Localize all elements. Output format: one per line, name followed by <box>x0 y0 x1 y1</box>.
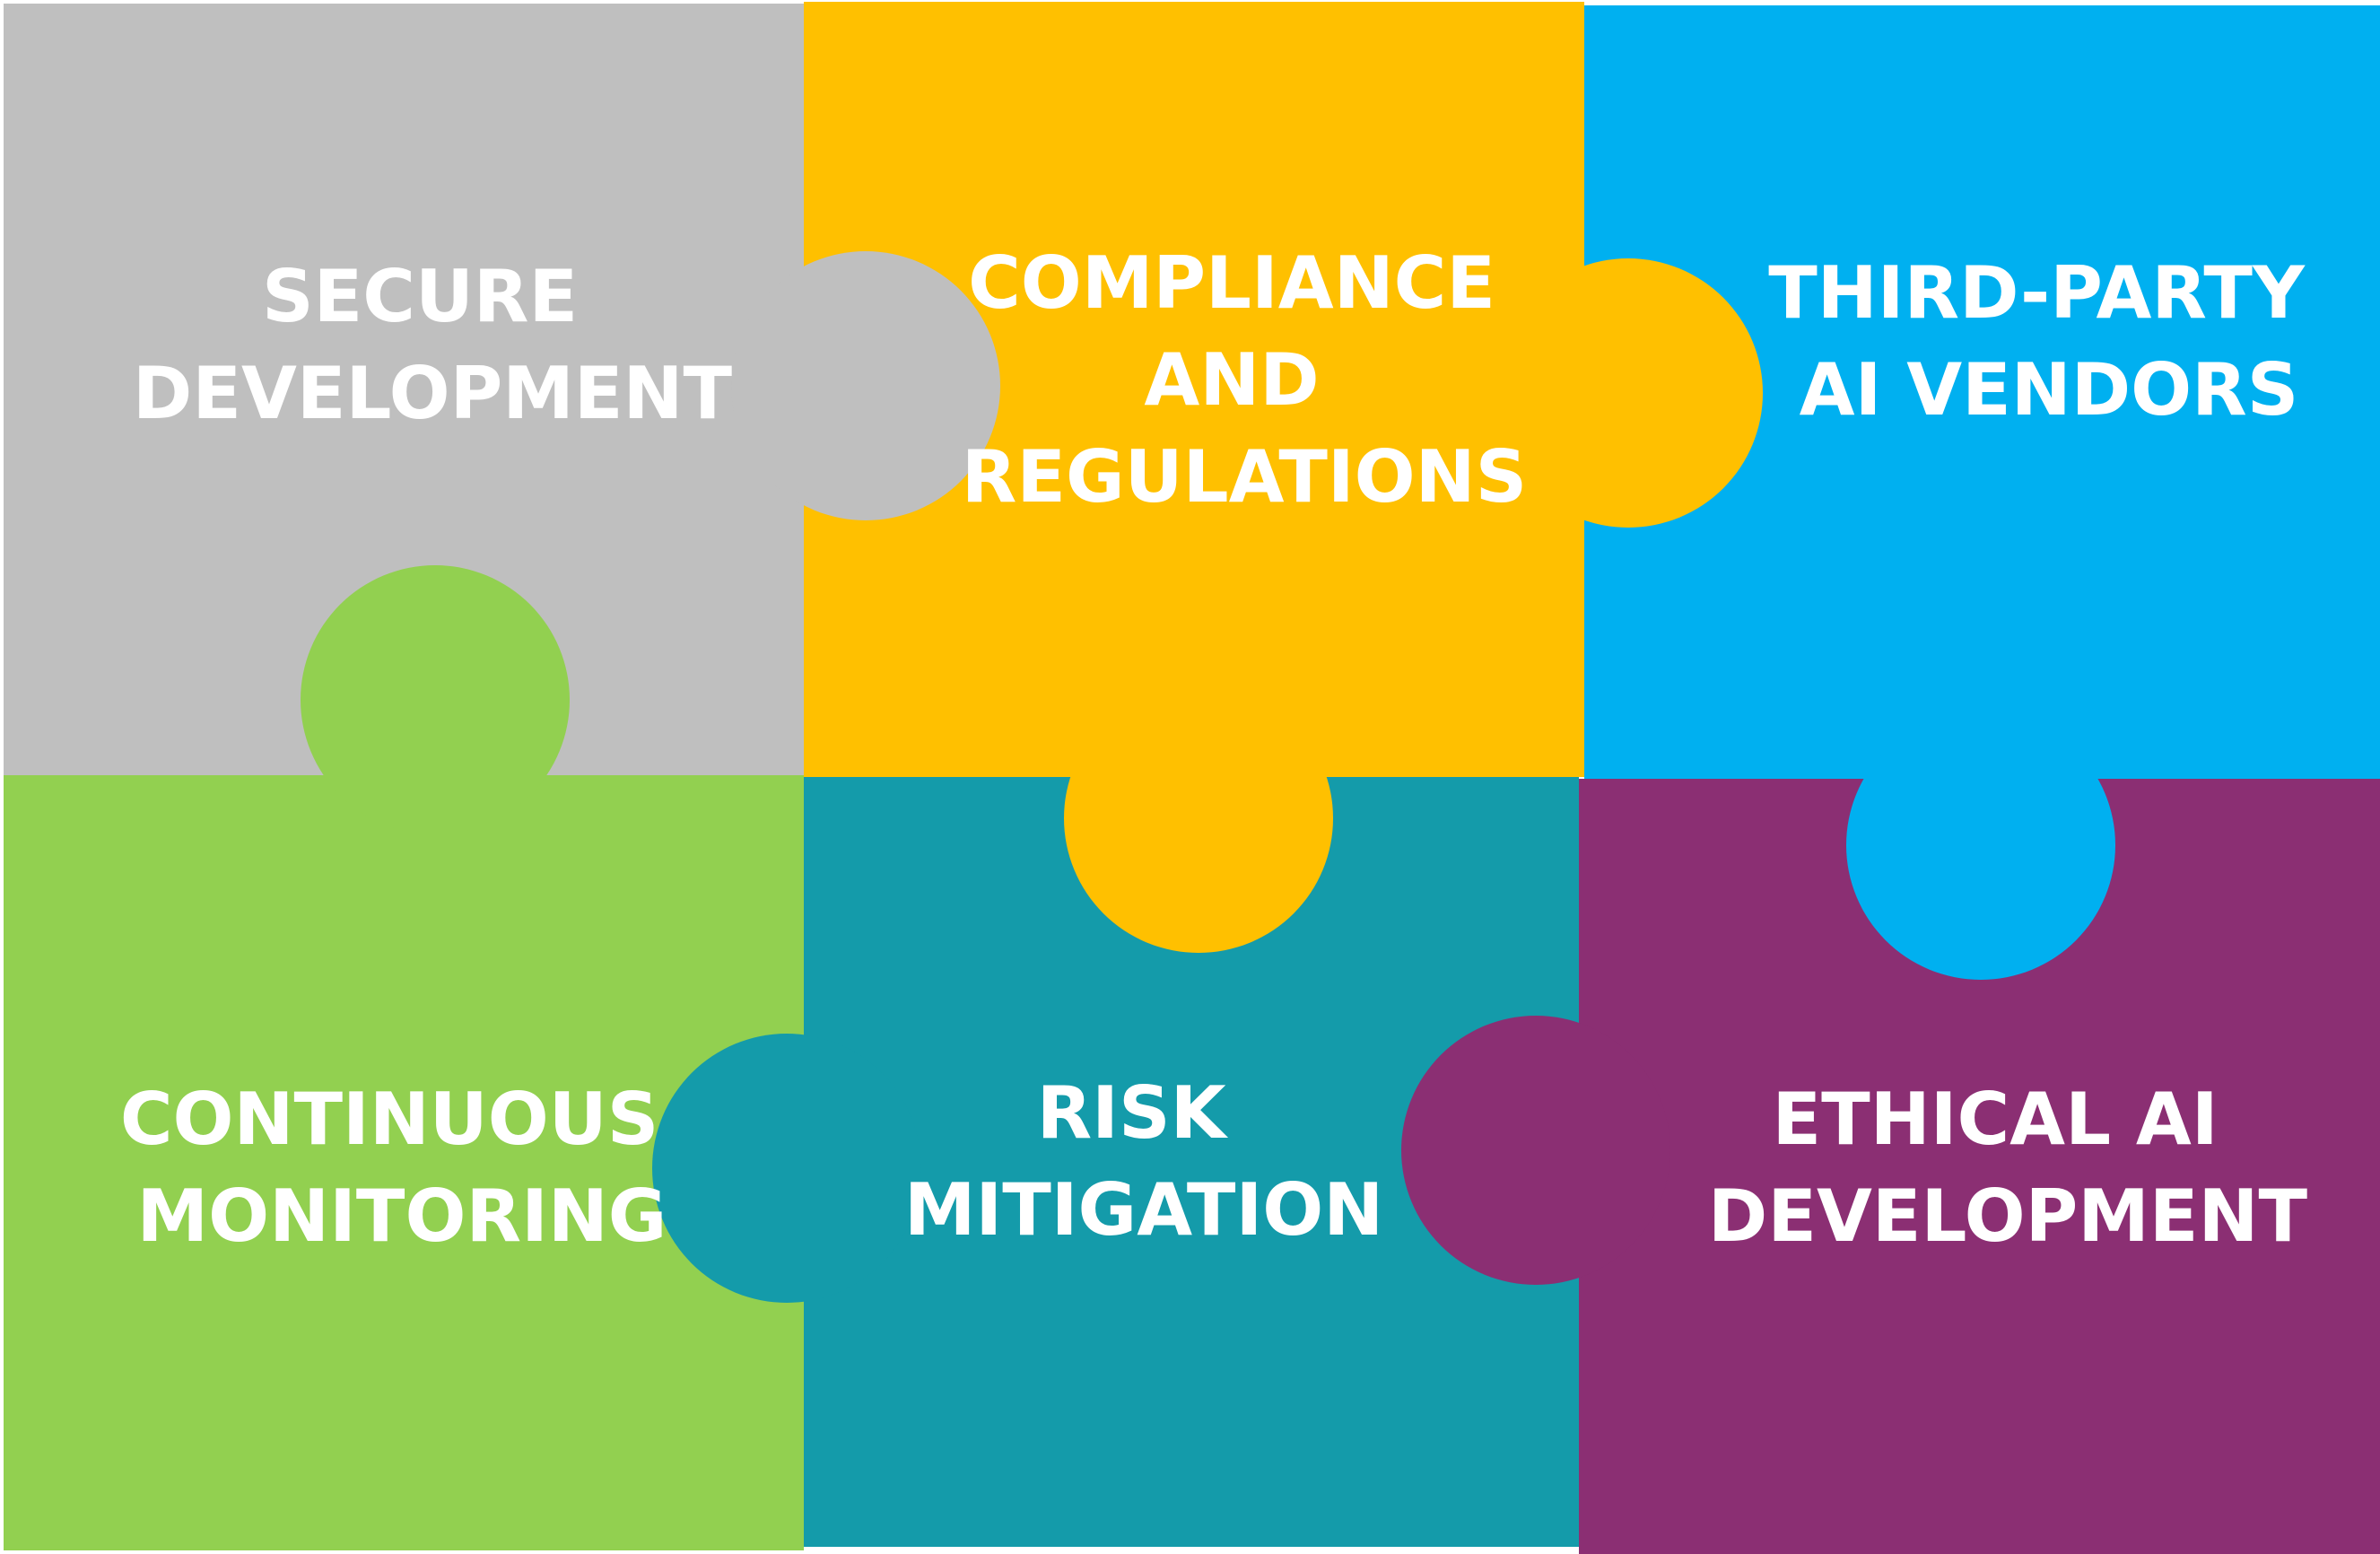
label-compliance-and-regulations: COMPLIANCE AND REGULATIONS <box>962 241 1527 519</box>
label-line: MONITORING <box>137 1174 667 1258</box>
label-line: SECURE <box>262 255 578 338</box>
knob-risk-into-continuous <box>652 1034 921 1303</box>
label-line: AI VENDORS <box>1800 348 2299 432</box>
label-line: RISK <box>1037 1071 1229 1155</box>
label-line: COMPLIANCE <box>968 241 1495 325</box>
label-line: CONTINUOUS <box>120 1078 659 1161</box>
knob-continuous-into-secure <box>301 565 570 834</box>
label-line: MITIGATION <box>904 1168 1383 1252</box>
label-third-party-ai-vendors: THIRD-PARTY AI VENDORS <box>1768 251 2330 432</box>
knob-secure-into-compliance <box>731 251 1000 520</box>
knob-compliance-into-risk <box>1064 684 1333 953</box>
knob-compliance-into-third-party <box>1494 258 1763 528</box>
label-continuous-monitoring: CONTINUOUS MONITORING <box>120 1078 684 1258</box>
label-line: REGULATIONS <box>962 435 1527 519</box>
label-line: ETHICAL AI <box>1773 1078 2219 1161</box>
knob-ethical-into-risk <box>1401 1016 1670 1285</box>
knob-third-party-into-ethical <box>1846 711 2115 980</box>
label-line: DEVELOPMENT <box>1708 1174 2308 1258</box>
label-risk-mitigation: RISK MITIGATION <box>904 1071 1383 1252</box>
label-line: AND <box>1144 338 1319 422</box>
label-line: DEVELOPMENT <box>133 352 733 435</box>
label-ethical-ai-development: ETHICAL AI DEVELOPMENT <box>1708 1078 2308 1258</box>
label-secure-development: SECURE DEVELOPMENT <box>133 255 733 435</box>
label-line: THIRD-PARTY <box>1768 251 2306 335</box>
